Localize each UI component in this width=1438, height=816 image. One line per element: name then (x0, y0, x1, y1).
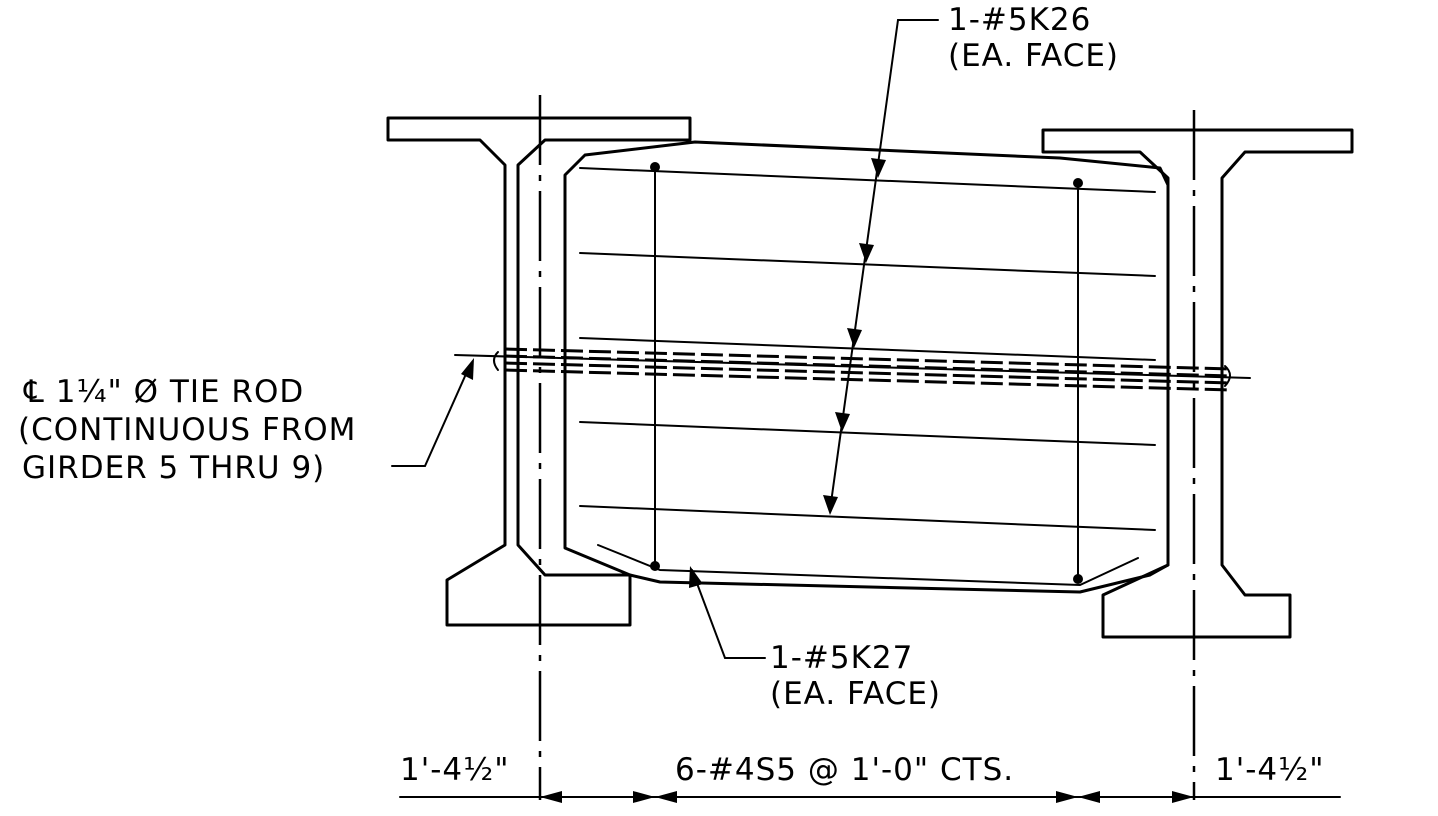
horizontal-bar (579, 252, 1156, 277)
left-girder (386, 116, 692, 627)
top-bar-label: 1-#5K26 (948, 2, 1091, 38)
top-bar-note: (EA. FACE) (948, 38, 1119, 74)
horizontal-bar (579, 167, 1156, 193)
right-girder (1041, 128, 1354, 639)
tie-rod-label-line3: GIRDER 5 THRU 9) (22, 450, 325, 486)
horizontal-bar (579, 421, 1156, 446)
bottom-bar-note: (EA. FACE) (770, 676, 941, 712)
bottom-bent-bar (597, 544, 1139, 587)
horizontal-bar (579, 505, 1156, 531)
horizontal-bar (579, 337, 1156, 361)
bottom-bar-label: 1-#5K27 (770, 640, 913, 676)
bar-dot (1073, 574, 1083, 584)
tie-rod-label-line1: ℄ 1¼" Ø TIE ROD (23, 374, 304, 410)
left-dimension-label: 1'-4½" (400, 752, 509, 788)
diaphragm-outline (563, 140, 1170, 594)
right-dimension-label: 1'-4½" (1215, 752, 1324, 788)
horizontal-bars (579, 167, 1156, 531)
top-bar-leader (829, 19, 939, 511)
tie-rod-leader (391, 364, 471, 467)
bar-dot (650, 162, 660, 172)
bottom-bar-leader (691, 569, 766, 659)
middle-dimension-label: 6-#4S5 @ 1'-0" CTS. (675, 752, 1014, 788)
tie-rod (454, 347, 1251, 392)
dimension-line (399, 791, 1341, 803)
bar-dot (1073, 178, 1083, 188)
tie-rod-label-line2: (CONTINUOUS FROM (18, 412, 356, 448)
